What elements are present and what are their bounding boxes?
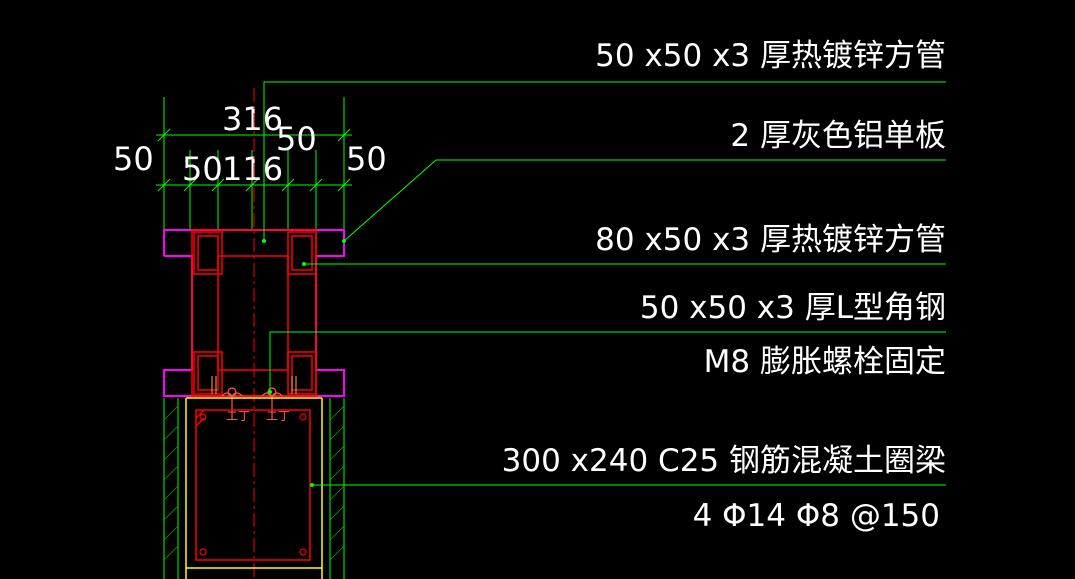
angle-steel-marks <box>211 376 297 394</box>
label-square-tube-50: 50 x50 x3 厚热镀锌方管 <box>595 38 946 74</box>
label-rebar-spec: 4 Φ14 Φ8 @150 <box>693 498 940 534</box>
label-square-tube-80: 80 x50 x3 厚热镀锌方管 <box>595 222 946 258</box>
longitudinal-bars <box>199 413 307 556</box>
square-tube-top-left <box>193 231 223 275</box>
bolt-mark-right: 二丁 <box>266 409 290 423</box>
label-expansion-bolt: M8 膨胀螺栓固定 <box>704 344 946 380</box>
label-angle-steel: 50 x50 x3 厚L型角钢 <box>640 290 946 326</box>
label-ring-beam: 300 x240 C25 钢筋混凝土圈梁 <box>502 443 946 479</box>
dim-tube-right: 50 <box>276 120 317 158</box>
bolt-mark-left: 二丁 <box>226 409 250 423</box>
leader-dots <box>262 239 346 487</box>
square-tube-top-right <box>287 231 317 275</box>
expansion-bolts <box>221 387 283 420</box>
square-tube-bottom-right <box>287 351 317 395</box>
steel-frame <box>191 229 317 397</box>
wall-hatch-pattern <box>163 405 345 561</box>
dim-total-width: 316 <box>222 100 283 138</box>
wall-right <box>329 398 345 579</box>
dimension-lines <box>156 97 352 230</box>
dim-tube-gap: 116 <box>222 150 283 188</box>
rebar-cage <box>195 409 311 561</box>
dim-left-overhang: 50 <box>113 140 154 178</box>
wall-left <box>163 398 179 579</box>
dim-tube-left: 50 <box>182 150 223 188</box>
leader-lines <box>263 81 946 486</box>
square-tube-bottom-left <box>193 351 223 395</box>
dim-right-overhang: 50 <box>346 140 387 178</box>
ring-beam-outline <box>185 397 323 579</box>
label-aluminum-plate: 2 厚灰色铝单板 <box>730 118 946 154</box>
